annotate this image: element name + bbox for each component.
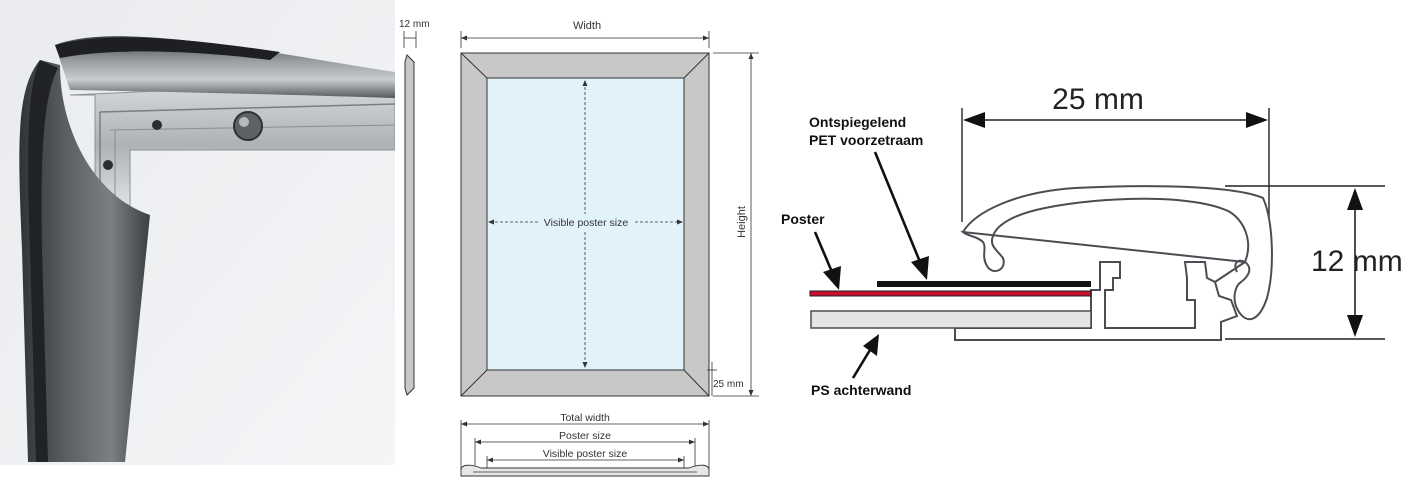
corner-hole-icon — [103, 160, 113, 170]
ps-arrow-icon — [863, 334, 879, 356]
side-thickness-label: 12 mm — [399, 19, 430, 30]
ps-label: PS achterwand — [811, 382, 911, 398]
poster-layer — [809, 290, 1092, 297]
visible-size-bottom-label: Visible poster size — [543, 448, 628, 460]
front-view-drawing: 12 mm Width Visible poster size Height 2… — [399, 19, 759, 477]
visible-size-label: Visible poster size — [544, 217, 629, 229]
snap-profile-hook — [954, 261, 1239, 341]
top-rail — [55, 36, 395, 98]
side-profile — [404, 54, 415, 396]
screw-icon — [233, 111, 263, 141]
pet-label-line2: PET voorzetraam — [809, 132, 923, 148]
profile-height-label: 12 mm — [1311, 245, 1403, 278]
pet-glazing-layer — [877, 281, 1091, 287]
corner-photo — [0, 0, 395, 465]
bottom-profile-strip — [460, 464, 710, 477]
total-width-label: Total width — [560, 412, 610, 424]
height-label: Height — [736, 206, 748, 238]
border-label: 25 mm — [713, 379, 744, 390]
pet-label-line1: Ontspiegelend — [809, 114, 906, 130]
pet-arrow-icon — [911, 256, 929, 280]
snap-profile-outline — [960, 185, 1273, 321]
left-rail — [19, 60, 150, 462]
poster-arrow-icon — [823, 266, 841, 290]
width-label: Width — [573, 20, 601, 32]
poster-label: Poster — [781, 211, 825, 227]
profile-cross-section: 25 mm 12 mm Ontspiegelend PET voorzetraa… — [781, 83, 1403, 398]
poster-size-label: Poster size — [559, 430, 611, 442]
profile-width-label: 25 mm — [1052, 83, 1144, 116]
corner-hole-icon — [152, 120, 162, 130]
ps-backing-layer — [810, 310, 1092, 329]
aluminium-corner-profile — [69, 79, 395, 211]
